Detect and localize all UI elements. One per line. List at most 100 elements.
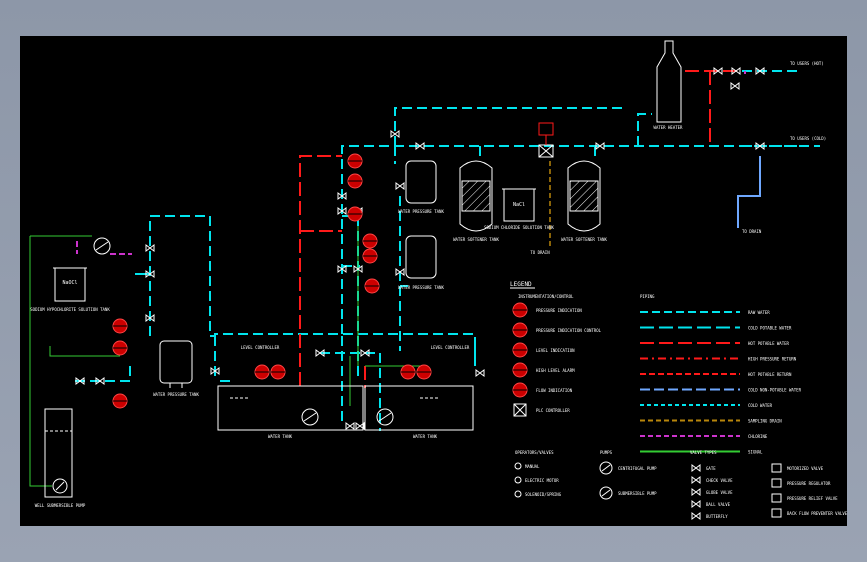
legend-piping-label: COLD POTABLE WATER bbox=[748, 326, 792, 331]
valve-icon bbox=[390, 130, 400, 138]
legend-valve-label: PRESSURE REGULATOR bbox=[787, 481, 831, 486]
water-heater-label: WATER HEATER bbox=[654, 125, 683, 130]
legend-operator-label: MANUAL bbox=[525, 464, 540, 469]
operator-icon bbox=[514, 476, 522, 484]
legend-title: LEGEND bbox=[510, 281, 532, 288]
valve-icon bbox=[315, 349, 325, 357]
pressure-tank-mid-label: WATER PRESSURE TANK bbox=[398, 285, 444, 290]
instrument-icon bbox=[112, 340, 128, 356]
legend-piping-item: CHLORINE bbox=[640, 434, 768, 439]
legend-instrument-label: LEVEL INDICATION bbox=[536, 348, 575, 353]
nacl-label: NaCl bbox=[513, 202, 525, 208]
legend-pump-item: SUBMERSIBLE PUMP bbox=[599, 486, 657, 500]
water-softener-1 bbox=[459, 160, 493, 232]
instrument-icon bbox=[347, 206, 363, 222]
legend-piping-label: HIGH PRESSURE RETURN bbox=[748, 357, 797, 362]
brine-tank bbox=[502, 188, 536, 222]
raw-water-piping bbox=[75, 70, 820, 431]
legend-valve-label: BUTTERFLY bbox=[706, 514, 728, 519]
valve-icon bbox=[353, 265, 363, 273]
legend-instrument-item: LEVEL INDICATION bbox=[512, 342, 575, 358]
legend-valve-item: GLOBE VALVE bbox=[691, 488, 733, 496]
legend-valve-label: BALL VALVE bbox=[706, 502, 731, 507]
legend-piping-label: HOT POTABLE RETURN bbox=[748, 372, 792, 377]
sodium-hypochlorite-tank bbox=[53, 267, 87, 302]
to-users-hot-label: TO USERS (HOT) bbox=[790, 61, 824, 66]
water-heater bbox=[656, 40, 682, 123]
valve-icon bbox=[355, 422, 365, 430]
instrument-icon bbox=[112, 393, 128, 409]
controller-1-label: LEVEL CONTROLLER bbox=[241, 345, 280, 350]
instrument-icon bbox=[362, 233, 378, 249]
legend-piping-item: COLD NON-POTABLE WATER bbox=[640, 388, 802, 393]
submersible-pump-well bbox=[44, 408, 73, 498]
legend-pumps-header: PUMPS bbox=[600, 450, 613, 455]
brine-tank-label: SODIUM CHLORIDE SOLUTION TANK bbox=[484, 225, 554, 230]
hypochlorite-tank-label: SODIUM HYPOCHLORITE SOLUTION TANK bbox=[30, 307, 110, 312]
operator-icon bbox=[514, 490, 522, 498]
pump-icon bbox=[599, 461, 613, 475]
valve-icon bbox=[345, 422, 355, 430]
valve-icon bbox=[755, 67, 765, 75]
legend-piping-header: PIPING bbox=[640, 294, 655, 299]
valve-icon bbox=[395, 182, 405, 190]
cad-drawing-canvas[interactable]: WATER HEATER NaOCl SODIUM HYPOCHLORITE S… bbox=[20, 36, 847, 526]
legend-instrument-label: PRESSURE INDICATION bbox=[536, 308, 582, 313]
legend-instrument-item: PRESSURE INDICATION CONTROL bbox=[512, 322, 602, 338]
pump-icon bbox=[599, 486, 613, 500]
valve-icon bbox=[691, 488, 701, 496]
valve-icon bbox=[755, 142, 765, 150]
legend-valve-item: PRESSURE REGULATOR bbox=[771, 478, 831, 488]
submersible-pump-label: WELL SUBMERSIBLE PUMP bbox=[35, 503, 86, 508]
legend-piping-label: COLD WATER bbox=[748, 403, 773, 408]
water-tank-1 bbox=[217, 385, 364, 431]
legend-piping-item: COLD POTABLE WATER bbox=[640, 326, 792, 331]
legend-operator-item: MANUAL bbox=[514, 462, 540, 470]
legend-valve-label: CHECK VALVE bbox=[706, 478, 733, 483]
legend-valve-label: BACK FLOW PREVENTER VALVE bbox=[787, 511, 847, 516]
operator-icon bbox=[514, 462, 522, 470]
legend-piping-item: SAMPLING DRAIN bbox=[640, 419, 782, 424]
legend-valve-label: PRESSURE RELIEF VALVE bbox=[787, 496, 838, 501]
valve-icon bbox=[395, 268, 405, 276]
instrument-icon bbox=[347, 173, 363, 189]
valve-icon bbox=[691, 500, 701, 508]
valve-icon bbox=[95, 377, 105, 385]
softener-2-label: WATER SOFTENER TANK bbox=[561, 237, 607, 242]
valve-icon bbox=[415, 142, 425, 150]
water-softener-2 bbox=[567, 160, 601, 232]
legend-instrument-label: PLC CONTROLLER bbox=[536, 408, 570, 413]
water-tank-2 bbox=[364, 385, 474, 431]
valve-icon bbox=[731, 67, 741, 75]
legend-instrument-item: FLOW INDICATION bbox=[512, 382, 573, 398]
pressure-tank-top-label: WATER PRESSURE TANK bbox=[398, 209, 444, 214]
legend-valve-item: MOTORIZED VALVE bbox=[771, 463, 824, 473]
legend-instrument-label: FLOW INDICATION bbox=[536, 388, 573, 393]
valve-icon bbox=[145, 314, 155, 322]
pressure-tank-left bbox=[159, 340, 193, 388]
legend: LEGEND INSTRUMENTATION/CONTROL PIPING PR… bbox=[510, 281, 847, 520]
legend-instrument-item: HIGH LEVEL ALARM bbox=[512, 362, 575, 378]
legend-piping-item: RAW WATER bbox=[640, 310, 770, 315]
controller-2-label: LEVEL CONTROLLER bbox=[431, 345, 470, 350]
legend-valve-label: MOTORIZED VALVE bbox=[787, 466, 824, 471]
legend-valves-header: VALVE TYPES bbox=[690, 450, 717, 455]
dosing-pump bbox=[93, 237, 111, 255]
valve-icon bbox=[595, 142, 605, 150]
legend-operator-label: SOLENOID/SPRING bbox=[525, 492, 562, 497]
instrument-icon bbox=[362, 248, 378, 264]
legend-piping-label: SIGNAL bbox=[748, 450, 763, 455]
plc-icon bbox=[513, 403, 527, 417]
valve-icon bbox=[475, 369, 485, 377]
valve-icon bbox=[691, 464, 701, 472]
pressure-tank-mid bbox=[405, 235, 437, 279]
naocl-label: NaOCl bbox=[62, 280, 77, 286]
legend-piping-label: CHLORINE bbox=[748, 434, 768, 439]
legend-piping-label: COLD NON-POTABLE WATER bbox=[748, 388, 802, 393]
valve-type-icon bbox=[771, 463, 782, 473]
legend-operator-item: SOLENOID/SPRING bbox=[514, 490, 562, 498]
water-tank-2-label: WATER TANK bbox=[413, 434, 438, 439]
plc-controller bbox=[538, 122, 554, 158]
to-users-cold-label: TO USERS (COLD) bbox=[790, 136, 826, 141]
